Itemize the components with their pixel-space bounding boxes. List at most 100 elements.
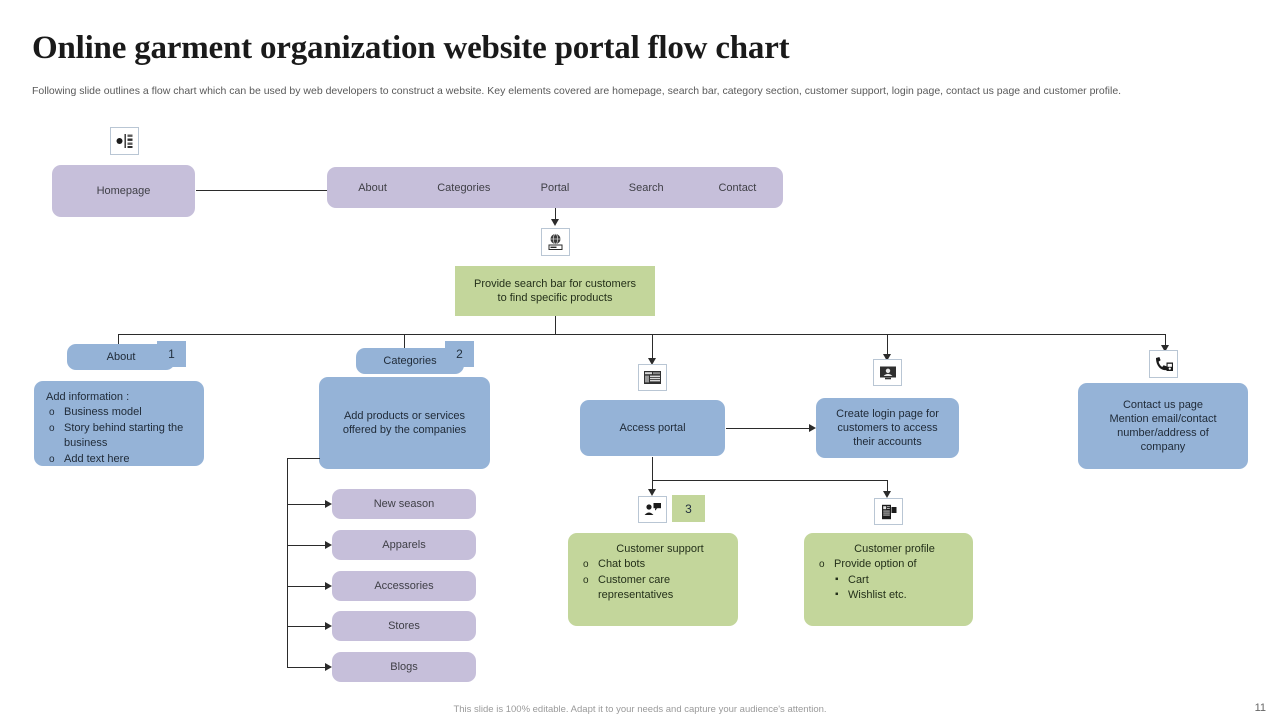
phone-contact-icon-glyph xyxy=(1155,357,1173,371)
connector-leg-support xyxy=(652,480,653,491)
page-number: 11 xyxy=(1254,702,1266,714)
connector-support-profile-bus xyxy=(652,480,888,481)
node-subitem-apparels[interactable]: Apparels xyxy=(332,530,476,560)
browser-window-icon-glyph xyxy=(644,371,661,384)
globe-search-bar-icon xyxy=(541,228,570,256)
search-description-line2: to find specific products xyxy=(497,292,613,304)
footer-note: This slide is 100% editable. Adapt it to… xyxy=(453,704,827,715)
arrow-leg-portal xyxy=(648,358,656,365)
search-description-line1: Provide search bar for customers xyxy=(473,278,636,290)
arrow-subitem-3 xyxy=(325,622,332,630)
about-details-list: Business model Story behind starting the… xyxy=(46,405,194,467)
support-item-1: Customer care representatives xyxy=(580,573,728,604)
contact-line3: number/address of xyxy=(1117,427,1209,439)
arrow-subitem-2 xyxy=(325,582,332,590)
node-create-login-page[interactable]: Create login page for customers to acces… xyxy=(816,398,959,458)
node-contact-us[interactable]: Contact us page Mention email/contact nu… xyxy=(1078,383,1248,469)
navitem-portal[interactable]: Portal xyxy=(540,181,570,194)
subitem-label-3: Stores xyxy=(388,620,420,632)
user-support-chat-icon xyxy=(638,496,667,523)
node-about-tab-label: About xyxy=(106,351,136,363)
support-list: Chat bots Customer care representatives xyxy=(580,557,728,604)
connector-search-bus xyxy=(555,316,556,334)
bullet-list-icon xyxy=(110,127,139,155)
connector-leg-contact xyxy=(1165,334,1166,348)
connector-subitem-3 xyxy=(287,626,325,627)
login-line3: their accounts xyxy=(853,436,922,448)
profile-subitem-0: Cart xyxy=(816,572,963,589)
badge-support-value: 3 xyxy=(685,501,692,516)
about-item-1: Story behind starting the business xyxy=(46,421,194,452)
categories-details-line2: offered by the companies xyxy=(342,424,467,436)
profile-option-label: Provide option of xyxy=(816,557,963,573)
connector-categories-trunk xyxy=(287,458,288,667)
navitem-search[interactable]: Search xyxy=(628,181,664,194)
connector-leg-portal xyxy=(652,334,653,362)
contact-line4: company xyxy=(1140,441,1186,453)
node-categories-details[interactable]: Add products or services offered by the … xyxy=(319,377,490,469)
contact-line1: Contact us page xyxy=(1122,399,1204,411)
node-about-details[interactable]: Add information : Business model Story b… xyxy=(34,381,204,467)
page-subtitle: Following slide outlines a flow chart wh… xyxy=(32,85,1122,97)
browser-window-icon xyxy=(638,364,667,391)
connector-leg-login xyxy=(887,334,888,358)
user-support-chat-icon-glyph xyxy=(644,503,661,515)
subitem-label-4: Blogs xyxy=(390,661,418,673)
connector-bus-horizontal xyxy=(118,334,1166,335)
subitem-label-2: Accessories xyxy=(374,580,434,592)
contact-line2: Mention email/contact xyxy=(1109,413,1217,425)
node-subitem-blogs[interactable]: Blogs xyxy=(332,652,476,682)
node-subitem-accessories[interactable]: Accessories xyxy=(332,571,476,601)
connector-navbar-search xyxy=(555,208,556,220)
globe-search-bar-icon-glyph xyxy=(548,233,563,250)
node-access-portal-label: Access portal xyxy=(619,422,686,434)
badge-categories-value: 2 xyxy=(456,347,463,361)
about-item-2: Add text here xyxy=(46,452,194,468)
profile-card-icon-glyph xyxy=(881,504,896,519)
login-screen-icon xyxy=(873,359,902,386)
connector-subitem-2 xyxy=(287,586,325,587)
node-search-description[interactable]: Provide search bar for customers to find… xyxy=(455,266,655,316)
arrow-leg-profile xyxy=(883,491,891,498)
support-item-0: Chat bots xyxy=(580,557,728,573)
login-screen-icon-glyph xyxy=(879,366,896,380)
navitem-contact[interactable]: Contact xyxy=(718,181,757,194)
connector-leg-about xyxy=(118,334,119,346)
login-line2: customers to access xyxy=(837,422,938,434)
node-access-portal[interactable]: Access portal xyxy=(580,400,725,456)
arrow-subitem-0 xyxy=(325,500,332,508)
navbar: About Categories Portal Search Contact xyxy=(327,167,783,208)
node-subitem-new-season[interactable]: New season xyxy=(332,489,476,519)
arrow-subitem-1 xyxy=(325,541,332,549)
node-categories-tab-label: Categories xyxy=(383,355,437,367)
node-homepage-label: Homepage xyxy=(96,185,151,197)
profile-head: Customer profile xyxy=(854,543,935,555)
navitem-categories[interactable]: Categories xyxy=(437,181,491,194)
node-homepage[interactable]: Homepage xyxy=(52,165,195,217)
arrow-navbar-search xyxy=(551,219,559,226)
connector-leg-categories xyxy=(404,334,405,350)
page-title: Online garment organization website port… xyxy=(32,30,790,66)
connector-homepage-navbar xyxy=(196,190,327,191)
support-head: Customer support xyxy=(616,543,704,555)
navitem-about[interactable]: About xyxy=(358,181,387,194)
node-customer-profile[interactable]: Customer profile Provide option of Cart … xyxy=(804,533,973,626)
connector-subitem-4 xyxy=(287,667,325,668)
profile-subitem-1: Wishlist etc. xyxy=(816,587,963,604)
connector-leg-profile xyxy=(887,480,888,493)
about-item-0: Business model xyxy=(46,405,194,421)
subitem-label-1: Apparels xyxy=(382,539,426,551)
login-line1: Create login page for xyxy=(836,408,939,420)
subitem-label-0: New season xyxy=(373,498,435,510)
node-customer-support[interactable]: Customer support Chat bots Customer care… xyxy=(568,533,738,626)
bullet-list-icon-glyph xyxy=(116,134,132,148)
connector-portal-down xyxy=(652,457,653,480)
about-details-head: Add information : xyxy=(46,391,130,403)
node-subitem-stores[interactable]: Stores xyxy=(332,611,476,641)
badge-about-value: 1 xyxy=(168,347,175,361)
connector-subitem-0 xyxy=(287,504,325,505)
phone-contact-icon xyxy=(1149,350,1178,378)
arrow-portal-login xyxy=(809,424,816,432)
badge-support: 3 xyxy=(672,495,705,522)
